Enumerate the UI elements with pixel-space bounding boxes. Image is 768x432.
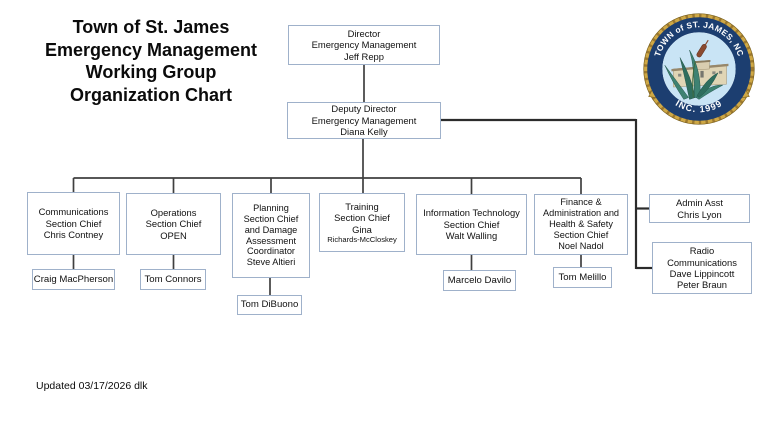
org-node-information-technology-label: Information Technology Section Chief Wal…: [423, 207, 520, 242]
org-node-training: Training Section Chief Gina Richards-McC…: [319, 193, 405, 252]
org-node-training-sublabel: Richards-McCloskey: [327, 235, 397, 245]
org-node-admin-asst-label: Admin Asst Chris Lyon: [676, 197, 723, 220]
org-node-deputy-director-label: Deputy Director Emergency Management Dia…: [311, 103, 417, 138]
staff-node-label: Craig MacPherson: [33, 273, 114, 285]
org-node-director: Director Emergency Management Jeff Repp: [288, 25, 440, 65]
org-node-deputy-director: Deputy Director Emergency Management Dia…: [287, 102, 441, 139]
staff-node-marcelo-davilo: Marcelo Davilo: [443, 270, 516, 291]
org-node-admin-asst: Admin Asst Chris Lyon: [649, 194, 750, 223]
town-seal-logo: TOWN of ST. JAMES, NC INC. 1999: [643, 13, 755, 125]
org-node-planning-label: Planning Section Chief and Damage Assess…: [243, 202, 299, 268]
org-node-operations-label: Operations Section Chief OPEN: [145, 206, 202, 241]
org-node-communications-label: Communications Section Chief Chris Contn…: [38, 206, 109, 241]
staff-node-craig-macpherson: Craig MacPherson: [32, 269, 115, 290]
updated-date-note: Updated 03/17/2026 dlk: [36, 380, 148, 392]
staff-node-label: Tom Connors: [144, 273, 202, 285]
staff-node-label: Marcelo Davilo: [447, 274, 512, 286]
org-node-director-label: Director Emergency Management Jeff Repp: [311, 27, 417, 62]
staff-node-label: Tom DiBuono: [240, 299, 299, 311]
org-node-finance-admin-health-safety: Finance & Administration and Health & Sa…: [534, 194, 628, 255]
staff-node-tom-connors: Tom Connors: [140, 269, 206, 290]
staff-node-label: Tom Melillo: [558, 271, 607, 283]
seal-cattail-plants: [664, 39, 724, 100]
org-node-training-label: Training Section Chief Gina: [334, 200, 390, 235]
org-node-communications: Communications Section Chief Chris Contn…: [27, 192, 120, 255]
staff-node-tom-dibuono: Tom DiBuono: [237, 295, 302, 315]
org-node-information-technology: Information Technology Section Chief Wal…: [416, 194, 527, 255]
org-node-planning: Planning Section Chief and Damage Assess…: [232, 193, 310, 278]
org-node-radio-communications: Radio Communications Dave Lippincott Pet…: [652, 242, 752, 294]
org-node-radio-communications-label: Radio Communications Dave Lippincott Pet…: [667, 245, 737, 291]
page-title: Town of St. James Emergency Management W…: [44, 17, 258, 105]
org-node-finance-label: Finance & Administration and Health & Sa…: [542, 197, 620, 251]
seal-navy-ring: [647, 17, 751, 121]
org-node-operations: Operations Section Chief OPEN: [126, 193, 221, 255]
staff-node-tom-melillo: Tom Melillo: [553, 267, 612, 288]
